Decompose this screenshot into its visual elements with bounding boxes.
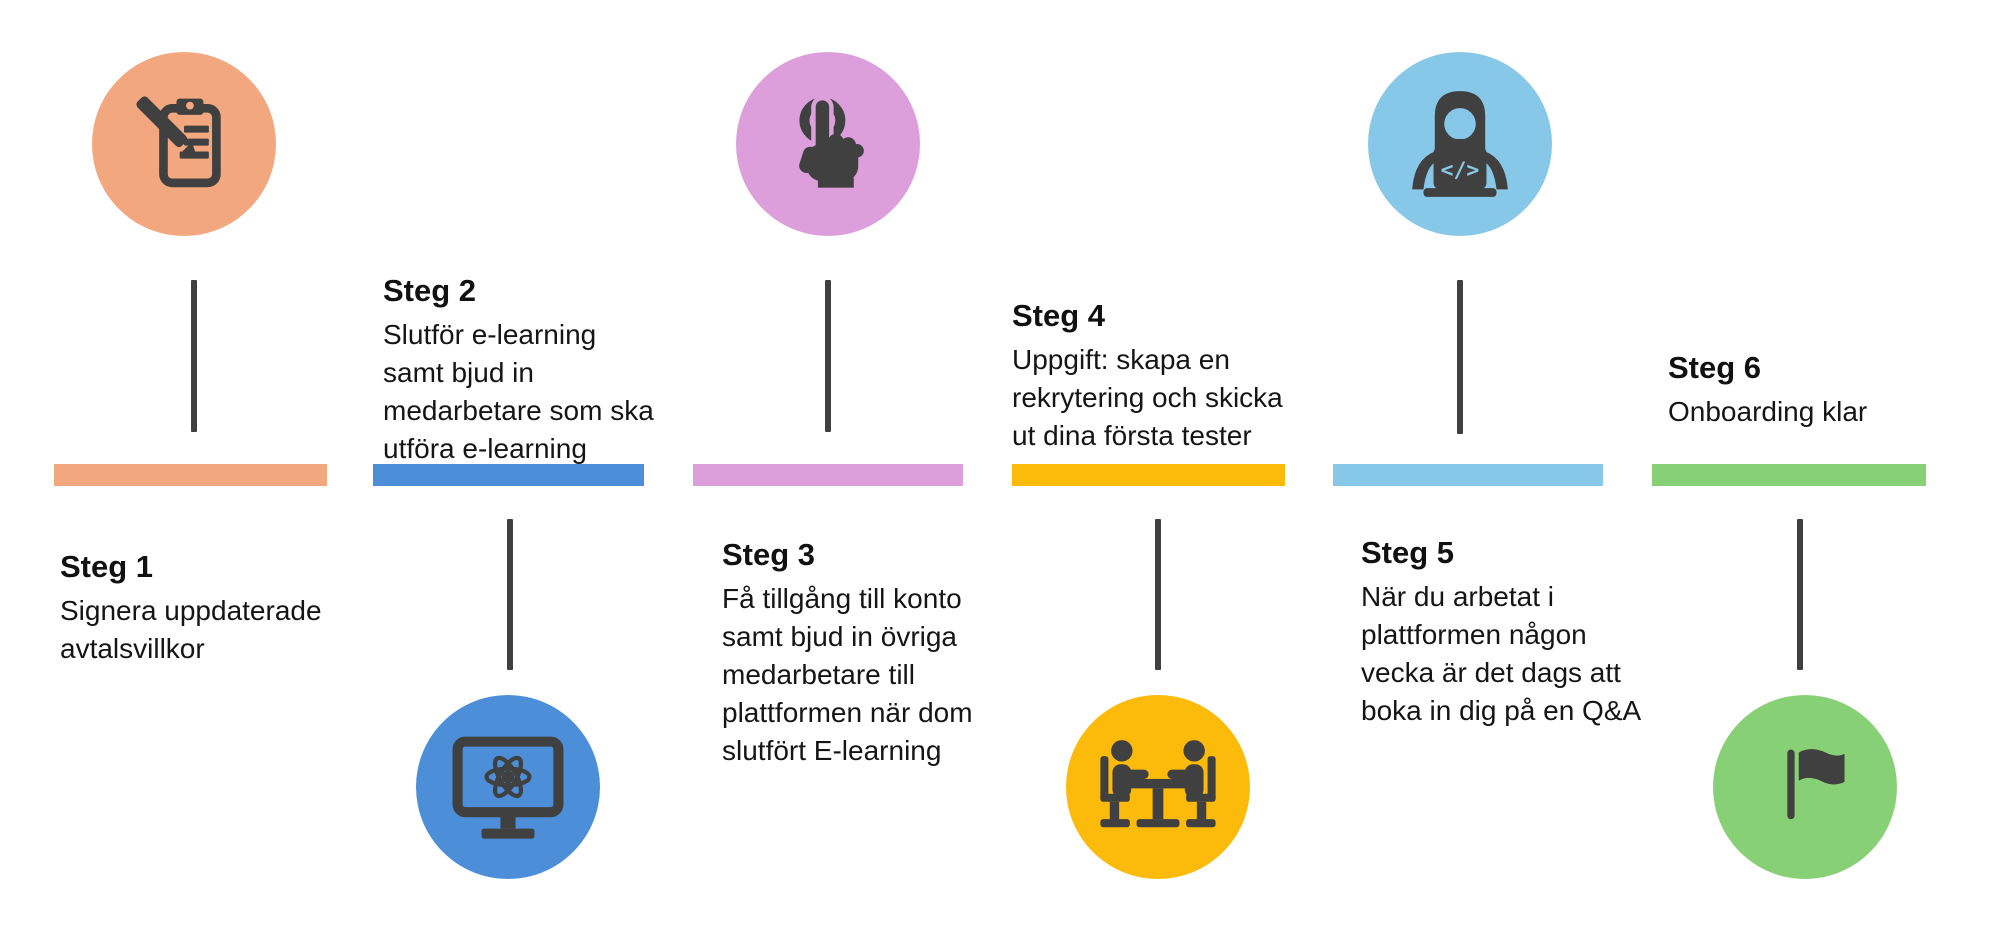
tap-finger-icon [799,95,864,188]
step-5-description: När du arbetat i plattformen någon vecka… [1361,581,1642,726]
flag-icon [1787,749,1845,820]
step-4-timeline-bar [1012,464,1285,486]
step-3-title: Steg 3 [722,537,816,572]
step-1-connector-line [191,280,197,432]
step-1-description: Signera uppdaterade avtalsvillkor [60,595,322,664]
step-2-text-block: Steg 2 Slutför e-learning samt bjud in m… [383,270,713,468]
step-6-description: Onboarding klar [1668,396,1868,427]
step-5-text-block: Steg 5 När du arbetat i plattformen någo… [1361,532,1701,730]
step-6-connector-line [1797,519,1803,670]
step-1-timeline-bar [54,464,327,486]
step-3-description: Få tillgång till konto samt bjud in övri… [722,583,973,766]
clipboard-pencil-icon [136,96,221,188]
step-4-icon-circle [1066,695,1250,879]
step-5-title: Steg 5 [1361,535,1455,570]
step-1-icon-circle [92,52,276,236]
step-2-title: Steg 2 [383,273,477,308]
svg-text:</>: </> [1441,158,1480,183]
step-5-connector-line [1457,280,1463,434]
step-4-description: Uppgift: skapa en rekrytering och skicka… [1012,344,1283,451]
step-4-text-block: Steg 4 Uppgift: skapa en rekrytering och… [1012,295,1352,455]
step-1-text-block: Steg 1 Signera uppdaterade avtalsvillkor [60,546,390,668]
step-6-timeline-bar [1652,464,1926,486]
monitor-atom-icon [452,736,564,839]
step-6-title: Steg 6 [1668,350,1762,385]
step-5-icon-circle: </> [1368,52,1552,236]
meeting-table-icon [1100,740,1216,828]
step-4-title: Steg 4 [1012,298,1106,333]
woman-laptop-code-icon: </> [1412,91,1508,197]
step-2-icon-circle [416,695,600,879]
step-3-timeline-bar [693,464,963,486]
step-3-text-block: Steg 3 Få tillgång till konto samt bjud … [722,534,1052,770]
step-2-connector-line [507,519,513,670]
step-1-title: Steg 1 [60,549,154,584]
step-6-text-block: Steg 6 Onboarding klar [1668,347,1996,431]
step-3-icon-circle [736,52,920,236]
step-2-description: Slutför e-learning samt bjud in medarbet… [383,319,654,464]
step-6-icon-circle [1713,695,1897,879]
step-4-connector-line [1155,519,1161,670]
step-2-timeline-bar [373,464,644,486]
step-5-timeline-bar [1333,464,1603,486]
step-3-connector-line [825,280,831,432]
